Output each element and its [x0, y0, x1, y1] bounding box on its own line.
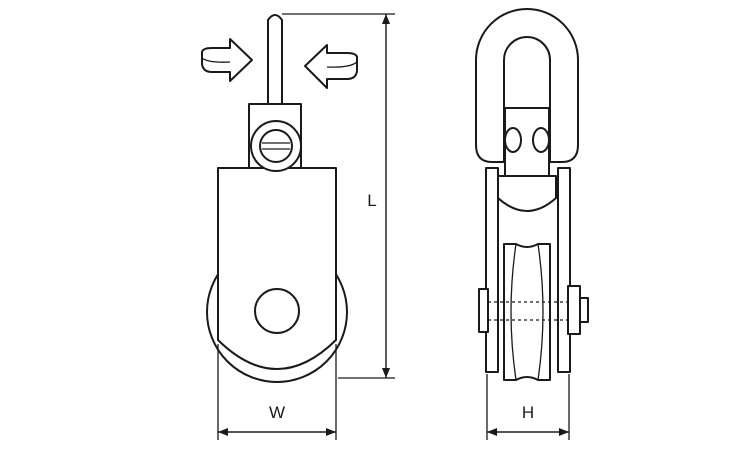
side-plate [217, 167, 337, 370]
swivel-eye-inner [259, 129, 293, 163]
swivel-eye [250, 120, 302, 172]
rotation-arrow-left-icon [304, 44, 358, 89]
sheave-groove [503, 243, 551, 381]
rotation-arrow-right-icon [201, 38, 253, 82]
axle-bolt-head [478, 288, 489, 333]
cotter-pin [579, 297, 589, 323]
dimension-length: L [282, 13, 395, 379]
shackle [475, 8, 579, 163]
side-plate-left [485, 167, 499, 373]
axle-hole [254, 288, 300, 334]
dimension-label-height: H [522, 403, 534, 422]
axle-nut [567, 285, 581, 335]
dimension-label-length: L [367, 191, 376, 210]
side-plate-right [557, 167, 571, 373]
side-view [475, 8, 589, 381]
dimension-height: H [486, 374, 570, 440]
front-view [201, 14, 358, 383]
dimension-label-width: W [269, 403, 285, 422]
dimension-width: W [217, 344, 337, 440]
swivel-shank [267, 14, 283, 105]
sheave-top [497, 175, 557, 212]
